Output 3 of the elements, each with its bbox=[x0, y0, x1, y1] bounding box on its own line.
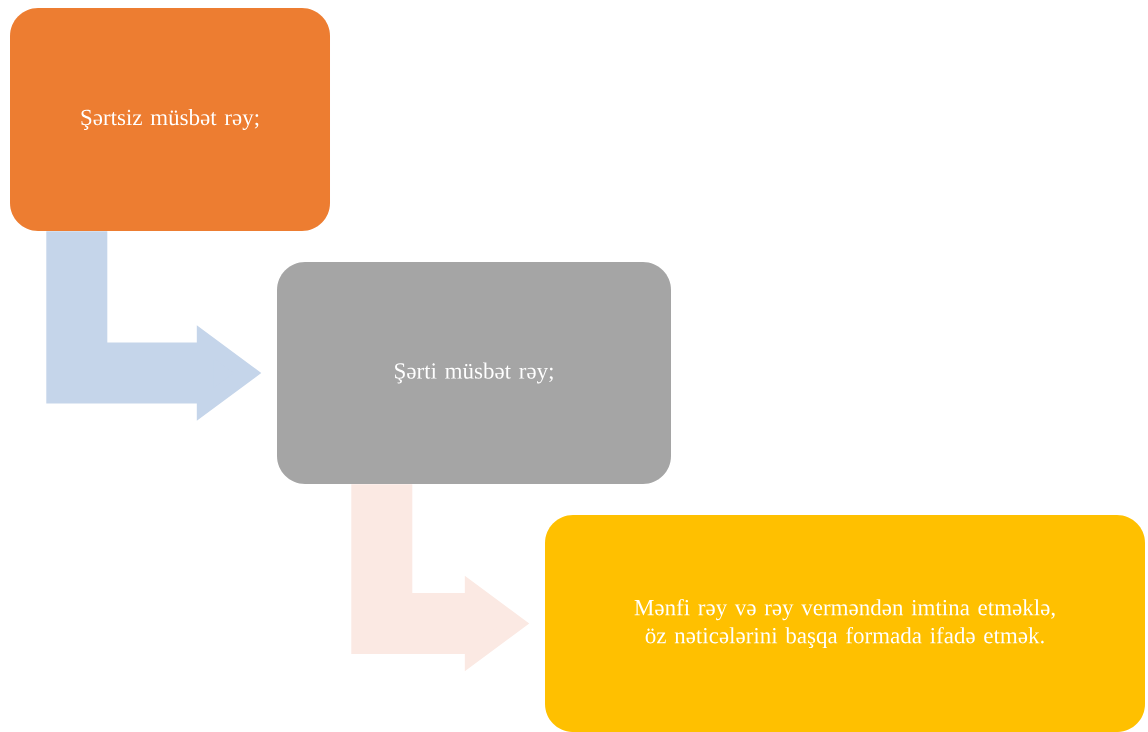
rounded-box: Mənfi rəy və rəy verməndən imtina etməklə, öz nəticələrini başqa formada ifadə etmək. bbox=[545, 515, 1145, 732]
rounded-box: Şərtsiz müsbət rəy; bbox=[10, 8, 330, 231]
rounded-box: Şərti müsbət rəy; bbox=[277, 262, 671, 484]
